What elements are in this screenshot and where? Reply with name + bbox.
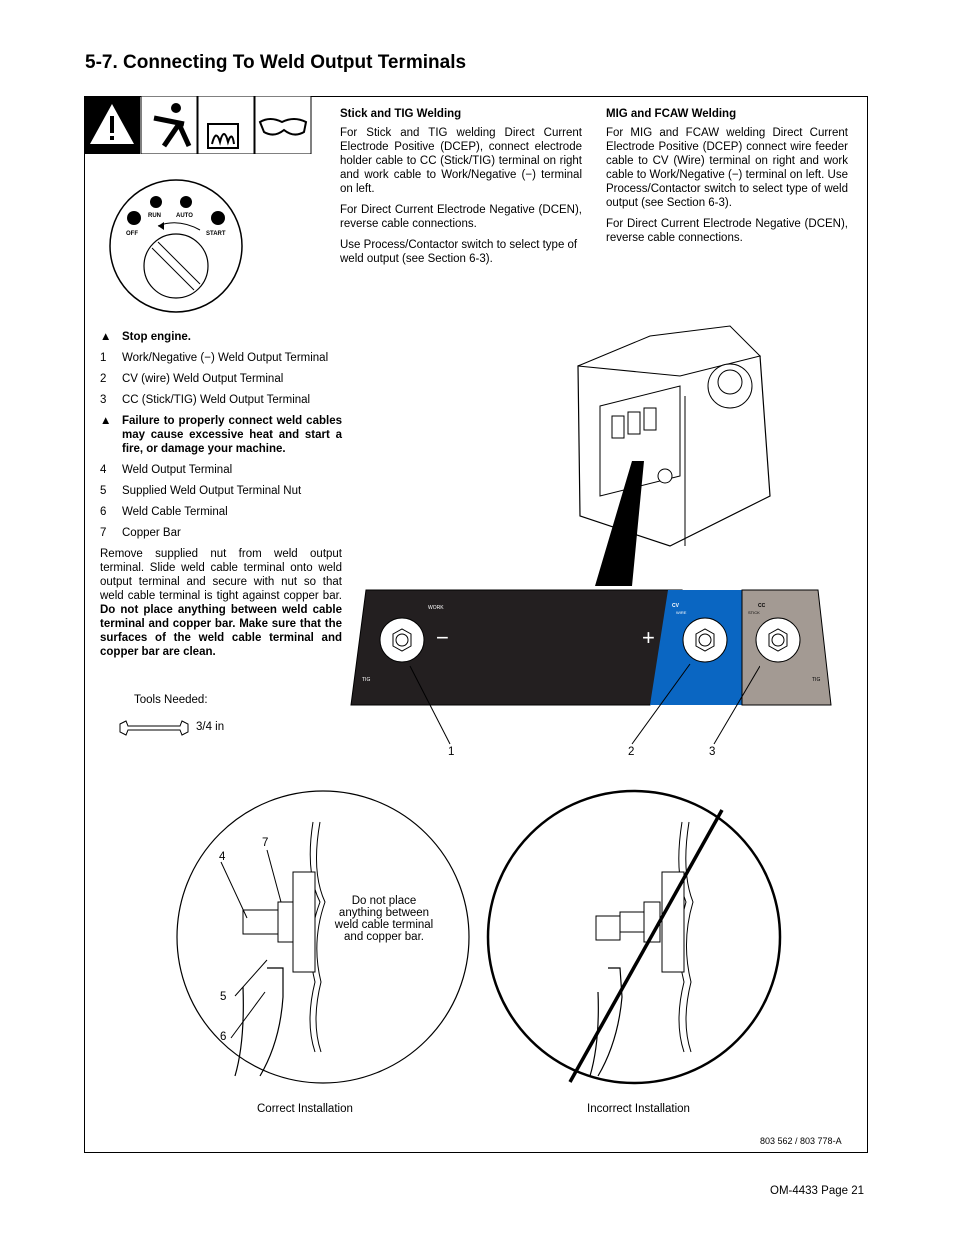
welder-machine-illustration	[577, 325, 771, 586]
auto-icon	[180, 196, 192, 208]
plus-sign: +	[642, 625, 655, 650]
label-cv: CV	[672, 603, 680, 609]
spacing-note: Do not place anything between weld cable…	[334, 895, 434, 943]
part-number: 803 562 / 803 778-A	[760, 1136, 842, 1146]
engine-switch-diagram: OFF RUN AUTO START	[109, 179, 243, 313]
callout-1: 1	[448, 746, 455, 758]
callout-6: 6	[220, 1031, 227, 1043]
page-title: 5-7. Connecting To Weld Output Terminals	[85, 52, 467, 73]
callout-4: 4	[219, 851, 226, 863]
incorrect-installation-diagram	[486, 789, 782, 1085]
stick-tig-section: Stick and TIG Welding For Stick and TIG …	[340, 108, 582, 273]
callout-3: 3	[709, 746, 716, 758]
prohibited-slash-icon	[568, 809, 724, 1083]
safety-glasses-icon	[254, 96, 312, 154]
instruction-text: Remove supplied nut from weld output ter…	[100, 548, 342, 658]
callout-2: 2	[628, 746, 635, 758]
off-icon	[127, 211, 141, 225]
label-tig-right: TIG	[812, 677, 820, 683]
wrench-icon	[119, 720, 189, 736]
content-frame	[84, 96, 868, 1153]
page-footer: OM-4433 Page 21	[770, 1185, 864, 1197]
terminal-stud	[242, 909, 279, 935]
terminal-work	[379, 617, 425, 663]
incorrect-caption: Incorrect Installation	[587, 1103, 690, 1115]
label-work: WORK	[428, 605, 444, 611]
run-icon	[150, 196, 162, 208]
mig-fcaw-section: MIG and FCAW Welding For MIG and FCAW we…	[606, 108, 848, 252]
weld-cable	[259, 967, 284, 1077]
switch-label-off: OFF	[126, 231, 138, 237]
terminal-cc	[755, 617, 801, 663]
weld-output-panel: WORK TIG − + CV WIRE CC STICK TIG	[350, 589, 832, 706]
terminal-cv	[682, 617, 728, 663]
mig-paragraph: For MIG and FCAW welding Direct Current …	[606, 127, 848, 209]
switch-knob	[143, 233, 209, 299]
tools-label: Tools Needed:	[134, 694, 208, 706]
callout-7: 7	[262, 837, 269, 849]
copper-bar	[292, 871, 316, 973]
pointer-wedge	[595, 461, 644, 586]
label-cc: CC	[758, 603, 766, 609]
safety-icons	[84, 96, 312, 154]
callout-5: 5	[220, 991, 227, 1003]
arrow-icon	[158, 222, 164, 230]
correct-caption: Correct Installation	[257, 1103, 353, 1115]
switch-label-run: RUN	[148, 213, 161, 219]
stick-paragraph: For Stick and TIG welding Direct Current…	[340, 127, 582, 195]
label-stick: STICK	[748, 610, 760, 615]
wrench-size: 3/4 in	[196, 721, 225, 733]
switch-label-start: START	[206, 231, 226, 237]
mig-heading: MIG and FCAW Welding	[606, 108, 737, 120]
minus-sign: −	[436, 625, 449, 650]
label-wire: WIRE	[676, 610, 687, 615]
callout-leaders	[409, 663, 760, 745]
label-tig: TIG	[362, 677, 370, 683]
stick-paragraph: Use Process/Contactor switch to select t…	[340, 239, 578, 265]
list-item: ▲Stop engine.	[100, 331, 191, 343]
correct-installation-diagram	[176, 790, 470, 1084]
mig-paragraph: For Direct Current Electrode Negative (D…	[606, 218, 848, 244]
switch-label-auto: AUTO	[176, 213, 193, 219]
stick-heading: Stick and TIG Welding	[340, 108, 462, 120]
list-item: ▲Failure to properly connect weld cables…	[100, 415, 342, 455]
stick-paragraph: For Direct Current Electrode Negative (D…	[340, 204, 582, 230]
start-icon	[211, 211, 225, 225]
